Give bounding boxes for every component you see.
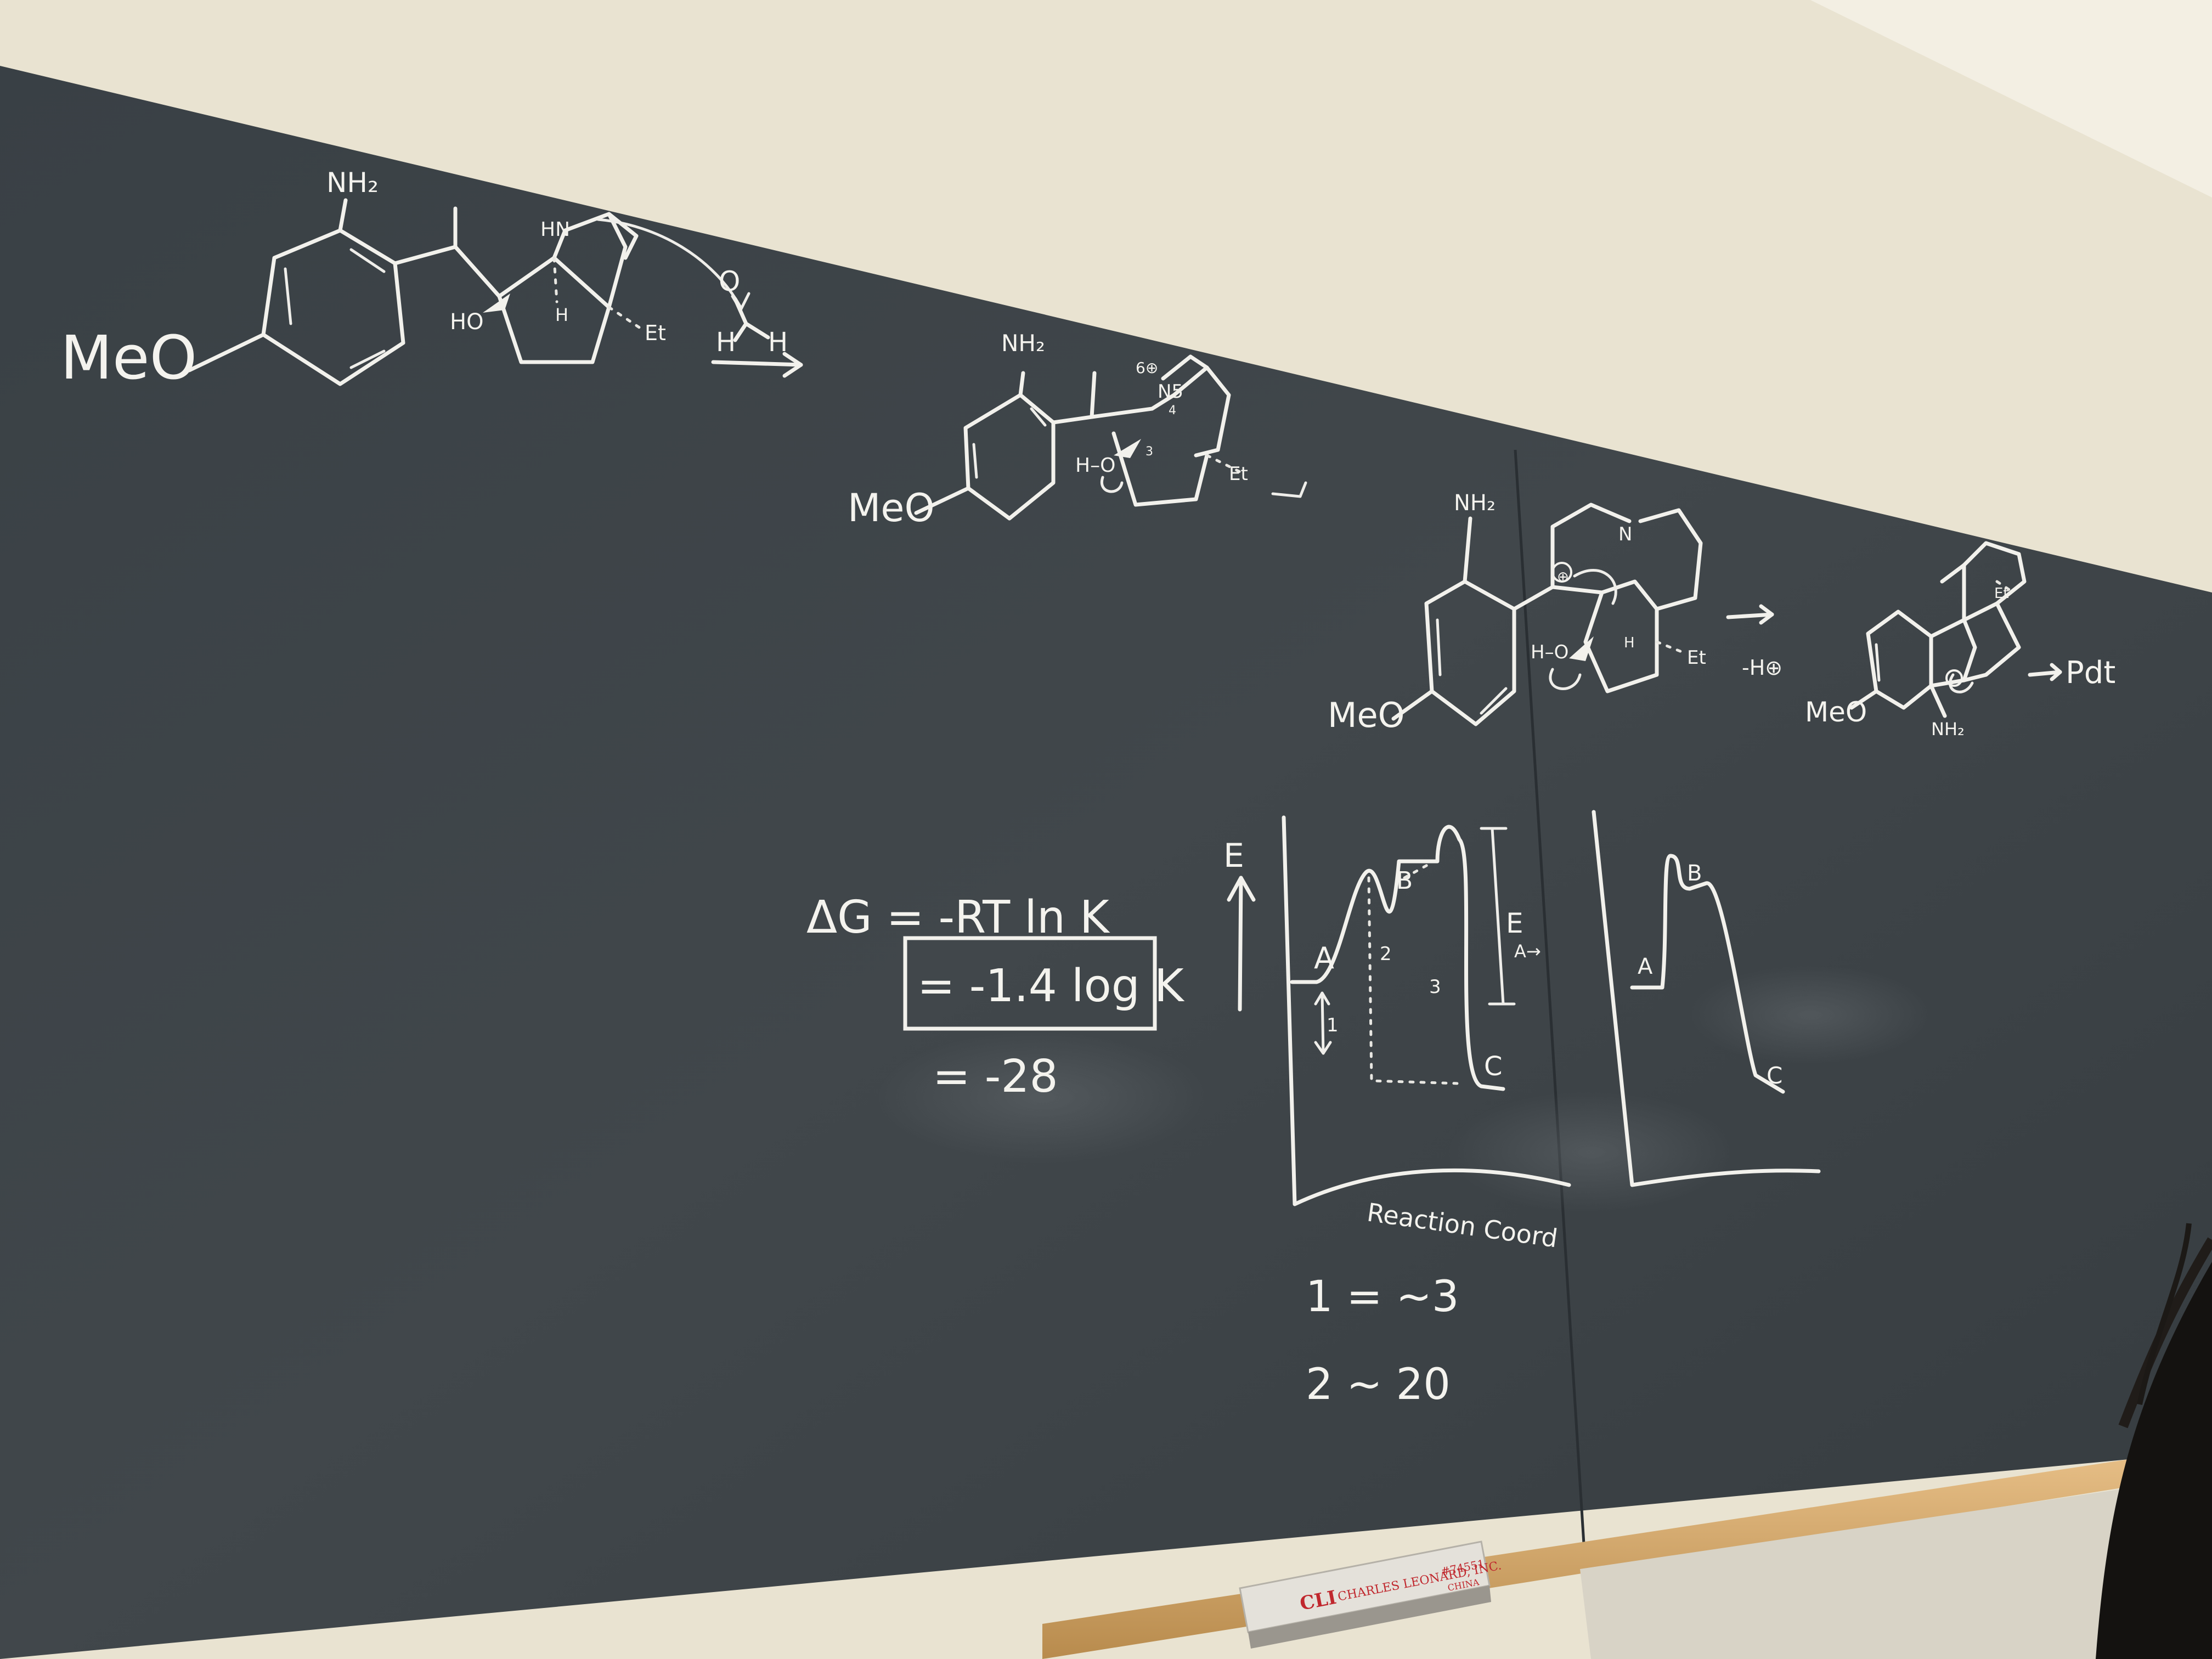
ho-label: H–O <box>1075 454 1115 477</box>
molecule-step2: MeO NH₂ 6⊕ N5 H–O 3 4 Et <box>848 330 1307 531</box>
label-3: 3 <box>1429 976 1441 998</box>
person-hair <box>2096 1223 2212 1659</box>
reagent-h-left: H <box>716 327 736 358</box>
product-label: Pdt <box>2066 655 2115 691</box>
note-line2: 2 ~ 20 <box>1306 1360 1451 1409</box>
reagent-o: O <box>719 266 740 297</box>
ring-number-4: 4 <box>1169 404 1176 417</box>
label-a: A <box>1638 954 1653 979</box>
energy-curve <box>1290 825 1505 1091</box>
n-label: N <box>1618 523 1632 545</box>
ho-label: HO <box>450 309 484 335</box>
blackboard <box>0 66 2212 1659</box>
energy-curve <box>1630 854 1785 1094</box>
label-c: C <box>1767 1062 1782 1089</box>
reaction-arrow <box>711 360 803 367</box>
meo-label: MeO <box>1328 695 1404 735</box>
notes-block: 1 = ~3 2 ~ 20 <box>1306 1272 1459 1409</box>
molecule-step1: MeO NH₂ HO HN H Et O H H <box>60 167 803 393</box>
erase-smudge <box>878 1031 1207 1163</box>
molecule-step4: MeO NH₂ Et Pdt <box>1805 541 2115 740</box>
label-b: B <box>1396 867 1413 895</box>
ceiling-corner <box>1810 0 2212 198</box>
et-label: Et <box>645 321 666 345</box>
meo-label: MeO <box>60 323 197 393</box>
barrier-subscript: A→ <box>1514 941 1541 962</box>
minus-h: -H⊕ <box>1742 656 1782 680</box>
meo-label: MeO <box>1805 696 1867 728</box>
label-a: A <box>1314 941 1334 975</box>
energy-diagram-2: A B C <box>1592 810 1821 1187</box>
eraser[interactable]: CLI CHARLES LEONARD, INC. #74551 CHINA <box>1239 1541 1503 1649</box>
molecule-step3: MeO NH₂ N ⊕ H–O H Et -H⊕ <box>1328 490 1782 735</box>
ho-label: H–O <box>1531 641 1568 663</box>
equation-box <box>903 936 1157 1031</box>
pyrrolidine-ring <box>497 256 611 364</box>
label-1: 1 <box>1327 1014 1339 1036</box>
board-panel-seam <box>1514 449 1586 1553</box>
axes <box>1592 810 1821 1187</box>
label-2: 2 <box>1380 943 1392 965</box>
nh2-label: NH₂ <box>1931 719 1965 740</box>
label-c: C <box>1484 1051 1503 1082</box>
erase-smudge <box>1690 966 1931 1064</box>
et-label: Et <box>1994 585 2009 602</box>
charge-plus: ⊕ <box>1557 569 1569 585</box>
meo-label: MeO <box>848 486 935 531</box>
axes <box>1282 815 1571 1206</box>
equation-line3: = -28 <box>933 1051 1058 1103</box>
barrier-label: E <box>1506 907 1523 939</box>
reaction-arrow <box>1726 612 1774 619</box>
equation-boxed: = -1.4 log K <box>917 960 1185 1012</box>
charge-label: 6⊕ <box>1136 359 1158 377</box>
wall-below-board <box>1580 1476 2212 1659</box>
h-label: H <box>1624 635 1635 651</box>
nh2-label: NH₂ <box>1001 330 1045 357</box>
nh2-label: NH₂ <box>1454 490 1496 516</box>
et-label: Et <box>1229 463 1248 485</box>
nh2-label: NH₂ <box>326 167 379 199</box>
et-label: Et <box>1687 647 1706 669</box>
erase-smudge <box>1448 1092 1734 1212</box>
h-label: H <box>555 304 568 325</box>
reaction-arrow <box>2028 670 2062 677</box>
note-line1: 1 = ~3 <box>1306 1272 1459 1322</box>
label-b: B <box>1687 861 1702 886</box>
ring-number-3: 3 <box>1146 445 1153 459</box>
equation-line1: ΔG = -RT ln K <box>806 891 1110 944</box>
equations-block: ΔG = -RT ln K = -1.4 log K = -28 <box>806 891 1185 1103</box>
y-axis-label: E <box>1223 837 1244 875</box>
